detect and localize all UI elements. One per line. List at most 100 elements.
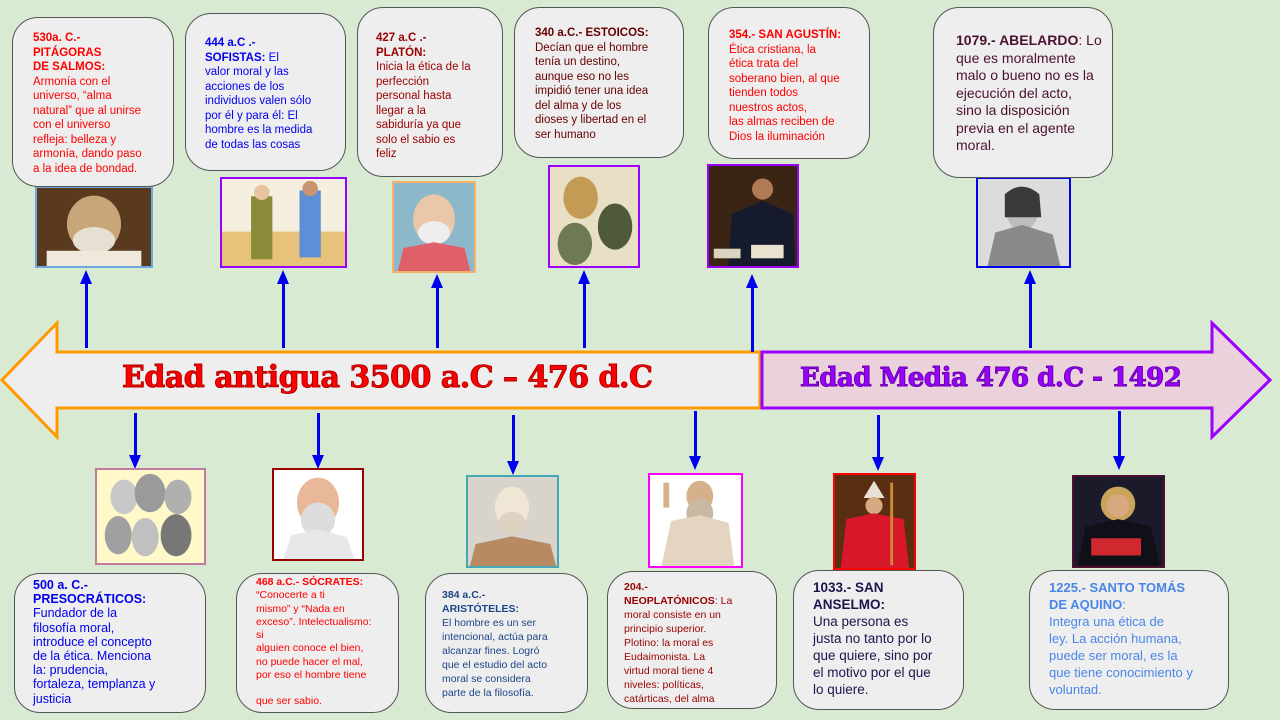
card-body-line: justa no tanto por lo <box>813 631 932 646</box>
card-body-line: fortaleza, templanza y <box>33 677 156 692</box>
arrow-down-icon <box>689 456 701 470</box>
card-body-line: filosofía moral, <box>33 620 115 635</box>
card-body-line: Integra una ética de <box>1049 614 1164 629</box>
card-body-line: tenía un destino, <box>535 56 621 68</box>
card-neoplatonicos: 204.- NEOPLATÓNICOS: La moral consiste e… <box>607 571 777 709</box>
card-body-line: voluntad. <box>1049 682 1102 697</box>
connector-pitagoras <box>85 276 88 348</box>
card-heading: 444 a.C .- <box>205 37 256 49</box>
card-body-line: mismo” y “Nada en <box>256 602 345 615</box>
card-tomas: 1225.- SANTO TOMÁS DE AQUINO: Integra un… <box>1029 570 1229 710</box>
card-body-line: soberano bien, al que <box>729 72 840 85</box>
arrow-up-icon <box>277 270 289 284</box>
connector-sofistas <box>282 276 285 348</box>
card-body-line: lo quiere. <box>813 682 869 697</box>
card-body-line: por él y para él: El <box>205 109 298 122</box>
arrow-down-icon <box>312 455 324 469</box>
connector-neoplatonicos <box>694 411 697 459</box>
card-heading: PLATÓN: <box>376 46 427 59</box>
card-body-line: aunque eso no les <box>535 70 629 83</box>
card-body-line: El <box>265 51 279 64</box>
card-body-line: moral. <box>956 137 995 153</box>
card-body-line: refleja: belleza y <box>33 133 117 146</box>
card-body-line: dioses y libertad en el <box>535 114 647 126</box>
card-heading: PITÁGORAS <box>33 46 102 59</box>
card-body-line: Decían que el hombre <box>535 41 649 54</box>
card-body-line: el motivo por el que <box>813 665 931 680</box>
card-body-line: tienden todos <box>729 87 799 99</box>
card-body-line: ejecución del acto, <box>956 84 1072 101</box>
card-body-line: Fundador de la <box>33 606 118 621</box>
card-body-line: Ética cristiana, la <box>729 43 816 56</box>
card-body-line: sino la disposición <box>956 102 1070 118</box>
connector-estoicos <box>583 276 586 348</box>
card-body-line: con el universo <box>33 119 111 131</box>
timeline-arrow-shape <box>0 319 1273 441</box>
card-abelardo: 1079.- ABELARDO: Lo que es moralmente ma… <box>933 7 1113 178</box>
card-body-line: que el estudio del acto <box>442 659 548 671</box>
portrait-estoicos <box>548 165 640 268</box>
card-body-line <box>256 682 372 695</box>
card-estoicos: 340 a.C.- ESTOICOS: Decían que el hombre… <box>514 7 684 158</box>
card-body-line: que tiene conocimiento y <box>1049 665 1193 680</box>
connector-presocraticos <box>134 413 137 458</box>
card-heading: 427 a.C .- <box>376 32 427 44</box>
card-body-line: sabiduría ya que <box>376 119 462 131</box>
arrow-down-icon <box>129 455 141 469</box>
card-body-line: no puede hacer el mal, <box>256 655 363 668</box>
card-body-line: justicia <box>33 691 72 706</box>
connector-platon <box>436 280 439 348</box>
card-body-line: alguien conoce el bien, <box>256 642 364 655</box>
portrait-aristoteles <box>466 475 559 568</box>
connector-abelardo <box>1029 276 1032 348</box>
card-body-line: malo o bueno no es la <box>956 67 1094 83</box>
card-body-line: Una persona es <box>813 614 909 629</box>
card-body-line: Armonía con el <box>33 75 111 88</box>
card-body-line: principio superior. <box>624 623 707 635</box>
card-body-line: ley. La acción humana, <box>1049 631 1182 646</box>
card-body-line: armonía, dando paso <box>33 148 142 160</box>
portrait-tomas <box>1072 475 1165 568</box>
card-body-line: catárticas, del alma <box>624 693 715 705</box>
card-heading: NEOPLATÓNICOS <box>624 595 715 607</box>
card-body-line: la: prudencia, <box>33 663 109 678</box>
card-heading: 530a. C.- <box>33 32 81 44</box>
connector-aristoteles <box>512 415 515 465</box>
card-body-line: a la idea de bondad. <box>33 162 138 175</box>
card-body-line: : <box>1122 597 1126 612</box>
card-heading: ARISTÓTELES: <box>442 603 520 615</box>
card-body-line: si <box>256 629 264 642</box>
card-agustin: 354.- SAN AGUSTÍN: Ética cristiana, la é… <box>708 7 870 159</box>
card-heading: 1033.- SAN <box>813 580 884 595</box>
card-heading: 468 a.C.- SÓCRATES: <box>256 576 364 588</box>
card-body-line: : Lo <box>1078 32 1102 48</box>
card-body-line: llegar a la <box>376 104 426 117</box>
card-body-line: impidió tener una idea <box>535 85 649 97</box>
card-socrates: 468 a.C.- SÓCRATES: “Conocerte a ti mism… <box>236 573 399 713</box>
card-heading: PRESOCRÁTICOS: <box>33 592 147 607</box>
card-heading: DE SALMOS: <box>33 61 106 73</box>
card-body-line: Dios la iluminación <box>729 130 825 143</box>
card-heading: SOFISTAS: <box>205 51 266 64</box>
card-body-line: moral consiste en un <box>624 609 721 621</box>
card-body-line: Inicia la ética de la <box>376 61 471 73</box>
portrait-socrates <box>272 468 364 561</box>
timeline-arrow: Edad antigua 3500 a.C – 476 d.C Edad Med… <box>0 319 1280 441</box>
card-body-line: nuestros actos, <box>729 101 807 114</box>
card-body-line: de todas las cosas <box>205 138 301 151</box>
card-body-line: niveles: políticas, <box>624 679 704 691</box>
arrow-up-icon <box>746 274 758 288</box>
ancient-era-label: Edad antigua 3500 a.C – 476 d.C <box>121 360 653 396</box>
connector-agustin <box>751 280 754 352</box>
card-presocraticos: 500 a. C.- PRESOCRÁTICOS: Fundador de la… <box>14 573 206 713</box>
card-body-line: El hombre es un ser <box>442 617 536 629</box>
card-heading: 384 a.C.- <box>442 589 486 601</box>
portrait-abelardo <box>976 177 1071 268</box>
card-body-line: ser humano <box>535 128 596 141</box>
card-body-line: puede ser moral, es la <box>1049 648 1178 663</box>
card-pitagoras: 530a. C.- PITÁGORAS DE SALMOS: Armonía c… <box>12 17 174 187</box>
portrait-presocraticos <box>95 468 206 565</box>
portrait-platon <box>392 181 476 273</box>
card-body-line: natural” que al unirse <box>33 104 142 117</box>
card-heading: 500 a. C.- <box>33 578 88 592</box>
